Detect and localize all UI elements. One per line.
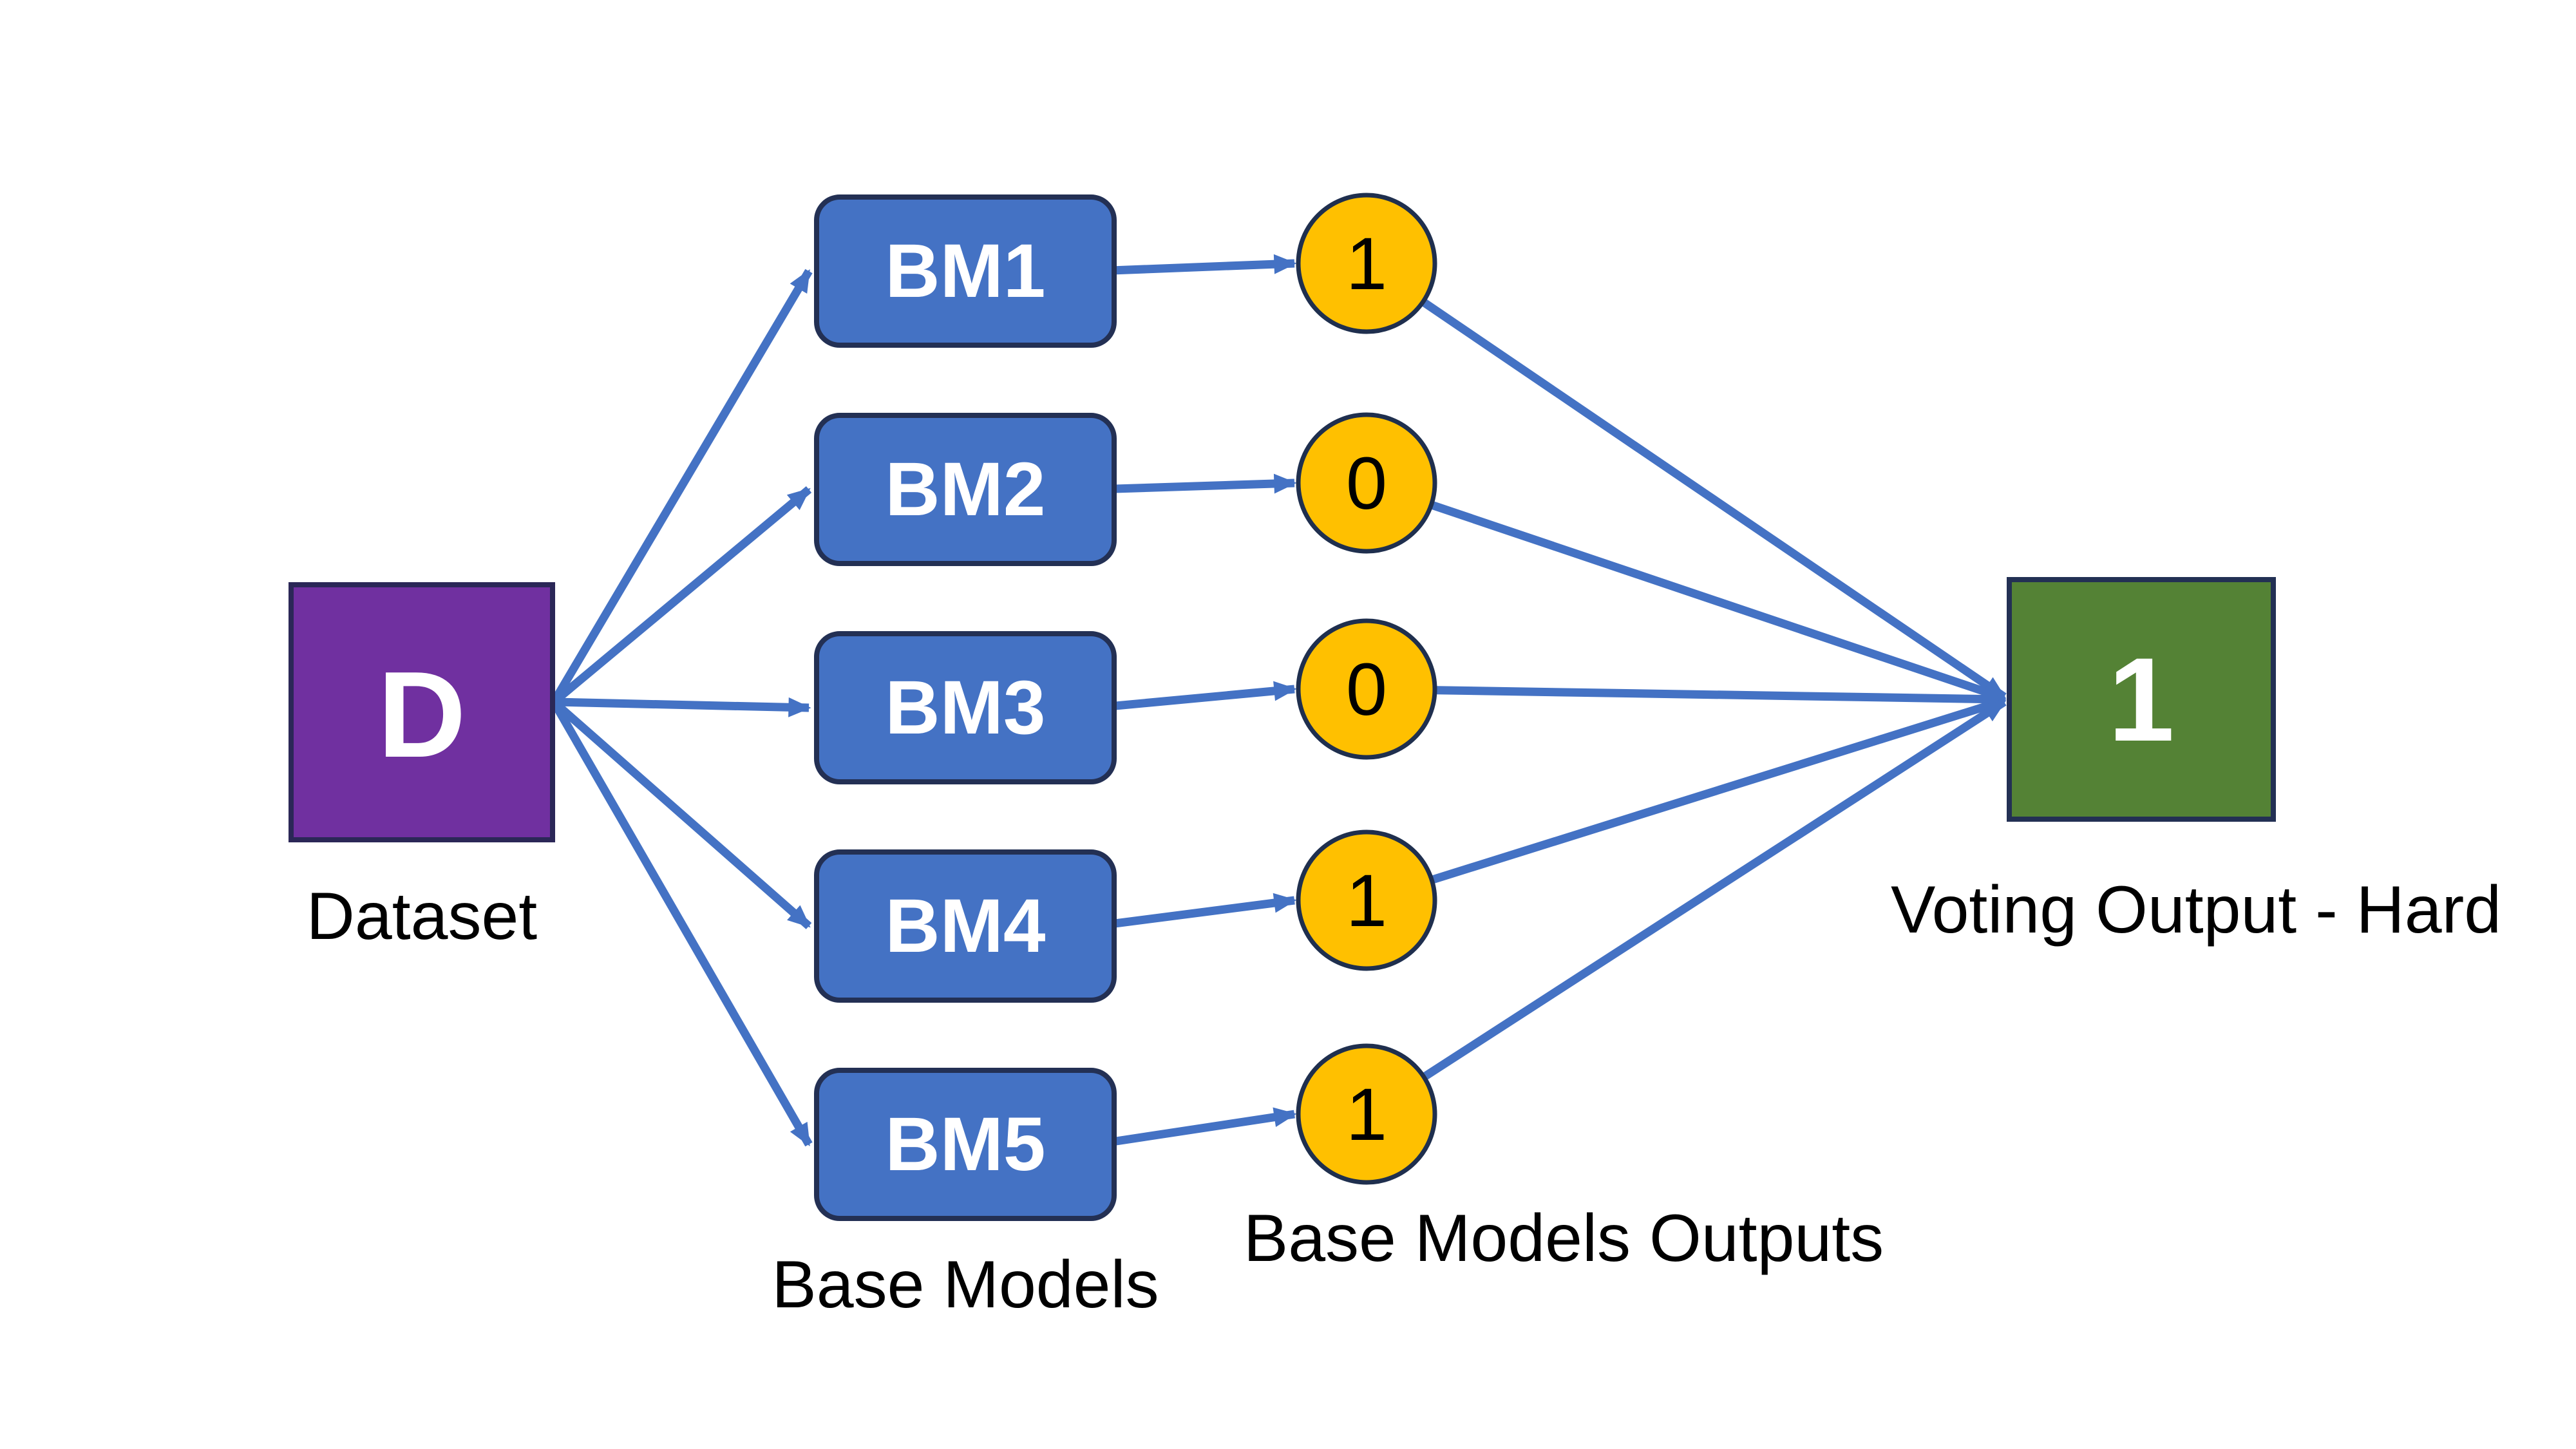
dataset-caption: Dataset xyxy=(307,879,538,954)
output-node-3 xyxy=(1296,618,1437,760)
model-label-bm1: BM1 xyxy=(885,229,1045,314)
output-value-4: 1 xyxy=(1346,860,1387,942)
arrow-bm1-to-out1 xyxy=(1094,254,1297,276)
base-model-nodes: BM1 BM2 BM3 BM4 BM5 xyxy=(814,194,1117,1221)
arrows-dataset-to-models xyxy=(550,269,813,1147)
model-label-bm2: BM2 xyxy=(885,447,1045,532)
model-label-bm5: BM5 xyxy=(885,1102,1045,1187)
output-value-3: 0 xyxy=(1346,649,1387,731)
model-node-bm3 xyxy=(814,631,1117,784)
base-models-outputs-caption: Base Models Outputs xyxy=(1244,1201,1884,1276)
arrow-d-to-bm3 xyxy=(553,697,811,717)
voting-node xyxy=(2007,577,2276,822)
arrow-out1-to-vote xyxy=(1364,260,2007,701)
voting-label: 1 xyxy=(2108,634,2175,766)
arrow-d-to-bm5 xyxy=(550,699,813,1147)
model-label-bm3: BM3 xyxy=(885,665,1045,750)
voting-caption: Voting Output - Hard xyxy=(1891,873,2501,947)
model-label-bm4: BM4 xyxy=(885,884,1045,969)
arrow-d-to-bm4 xyxy=(551,699,812,929)
arrow-d-to-bm2 xyxy=(551,486,812,705)
dataset-label: D xyxy=(377,647,466,783)
arrow-bm3-to-out3 xyxy=(1094,681,1297,712)
output-nodes: 1 0 0 1 1 xyxy=(1296,193,1437,1185)
output-node-5 xyxy=(1296,1043,1437,1185)
output-value-2: 0 xyxy=(1346,442,1387,525)
arrow-bm5-to-out5 xyxy=(1094,1107,1297,1149)
arrow-bm2-to-out2 xyxy=(1094,473,1297,494)
model-node-bm4 xyxy=(814,849,1117,1003)
arrow-out2-to-vote xyxy=(1365,478,2007,703)
model-node-bm1 xyxy=(814,194,1117,348)
arrow-out4-to-vote xyxy=(1365,696,2007,905)
base-models-caption: Base Models xyxy=(772,1247,1159,1322)
output-node-4 xyxy=(1296,829,1437,971)
output-value-1: 1 xyxy=(1346,223,1387,305)
output-node-2 xyxy=(1296,412,1437,554)
dataset-node xyxy=(289,582,555,842)
arrow-out3-to-vote xyxy=(1366,685,2007,709)
arrows-outputs-to-voting xyxy=(1364,260,2007,1118)
arrows-models-to-outputs xyxy=(1094,254,1297,1149)
output-node-1 xyxy=(1296,193,1437,334)
arrow-out5-to-vote xyxy=(1364,698,2007,1118)
output-value-5: 1 xyxy=(1346,1074,1387,1156)
arrow-bm4-to-out4 xyxy=(1094,893,1297,931)
arrow-d-to-bm1 xyxy=(550,269,813,705)
model-node-bm5 xyxy=(814,1068,1117,1221)
model-node-bm2 xyxy=(814,413,1117,566)
